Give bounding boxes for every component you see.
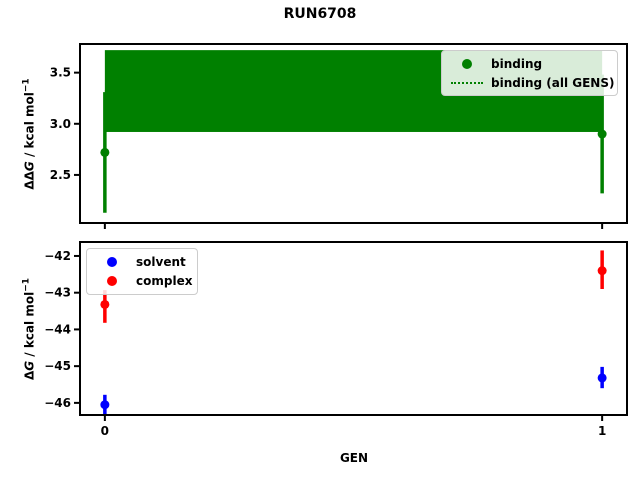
- y-axis-label-top: ΔΔG / kcal mol−1: [22, 78, 37, 189]
- legend-dot-icon: [95, 256, 129, 267]
- ylabel-top-sup: −1: [21, 78, 32, 93]
- legend-entry-solvent: solvent: [95, 252, 191, 272]
- ylabel-top-var: G: [22, 161, 37, 172]
- legend-label: binding (all GENS): [491, 75, 615, 90]
- y-tick-label: −42: [44, 249, 71, 263]
- ylabel-bottom-var: G: [22, 360, 37, 371]
- x-axis-label: GEN: [339, 451, 369, 465]
- solvent-data-point: [100, 400, 110, 410]
- figure-title: RUN6708: [283, 6, 357, 22]
- x-tick-label: 0: [101, 424, 109, 438]
- legend-entry-complex: complex: [95, 272, 193, 292]
- y-tick-label: −43: [44, 286, 71, 300]
- complex-data-point: [100, 299, 110, 309]
- legend-bottom-plot: solvent complex: [86, 248, 198, 295]
- y-tick-label: −44: [44, 322, 71, 336]
- legend-dotted-line-icon: [450, 81, 484, 84]
- legend-top-plot: binding binding (all GENS): [441, 50, 618, 96]
- legend-label: complex: [136, 274, 193, 289]
- complex-data-point: [597, 266, 607, 276]
- x-tick-label: 1: [598, 424, 606, 438]
- legend-entry-binding-all-gens-: binding (all GENS): [450, 73, 615, 92]
- y-tick-label: 3.5: [50, 66, 71, 80]
- y-tick-label: 3.0: [50, 117, 71, 131]
- y-tick-label: 2.5: [50, 168, 71, 182]
- solvent-data-point: [597, 373, 607, 383]
- ylabel-top-delta: ΔΔ: [22, 171, 37, 190]
- y-axis-label-bottom: ΔG / kcal mol−1: [22, 278, 37, 380]
- legend-label: solvent: [136, 254, 186, 269]
- legend-entry-binding: binding: [450, 54, 611, 73]
- ylabel-bottom-rest: / kcal mol: [22, 291, 37, 361]
- legend-label: binding: [491, 56, 543, 71]
- ylabel-bottom-sup: −1: [21, 277, 32, 292]
- binding-data-point: [100, 147, 110, 157]
- ylabel-bottom-delta: Δ: [22, 370, 37, 381]
- binding-data-point: [597, 129, 607, 139]
- legend-dot-icon: [450, 58, 484, 69]
- plot-frame: [79, 43, 628, 224]
- ylabel-top-rest: / kcal mol: [22, 92, 37, 162]
- y-tick-label: −46: [44, 396, 71, 410]
- y-tick-label: −45: [44, 359, 71, 373]
- legend-dot-icon: [95, 276, 129, 287]
